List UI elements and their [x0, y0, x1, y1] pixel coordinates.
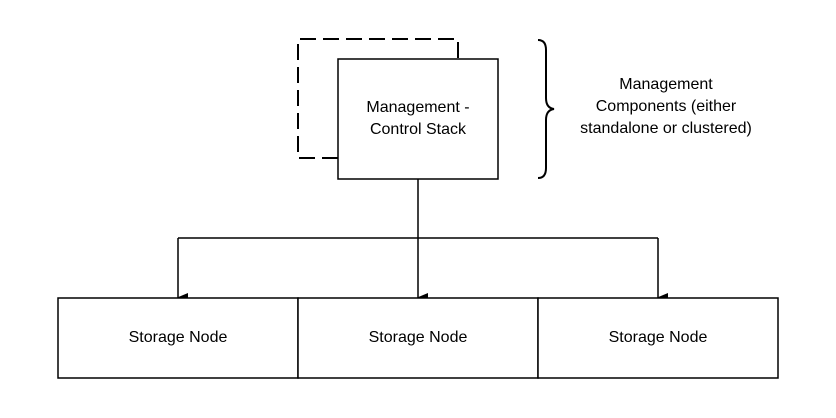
storage-node-3-text: Storage Node: [608, 329, 708, 346]
storage-node-1-text: Storage Node: [128, 329, 228, 346]
management-label: Management - Control Stack: [338, 59, 498, 179]
annotation-line-3: standalone or clustered): [580, 120, 752, 137]
storage-node-box-2: [297, 297, 539, 379]
management-label-line-1: Management -: [366, 99, 470, 116]
cluster-dashed-outline: [297, 38, 459, 159]
management-box: [337, 58, 499, 180]
storage-node-label-1: Storage Node: [58, 298, 298, 378]
annotation-line-1: Management: [619, 76, 713, 93]
storage-node-label-3: Storage Node: [538, 298, 778, 378]
management-components-annotation: Management Components (either standalone…: [556, 72, 776, 142]
curly-brace: [537, 39, 555, 179]
management-label-line-2: Control Stack: [369, 121, 467, 138]
annotation-line-2: Components (either: [595, 98, 737, 115]
storage-node-label-2: Storage Node: [298, 298, 538, 378]
storage-node-box-3: [537, 297, 779, 379]
storage-node-box-1: [57, 297, 299, 379]
storage-node-2-text: Storage Node: [368, 329, 468, 346]
